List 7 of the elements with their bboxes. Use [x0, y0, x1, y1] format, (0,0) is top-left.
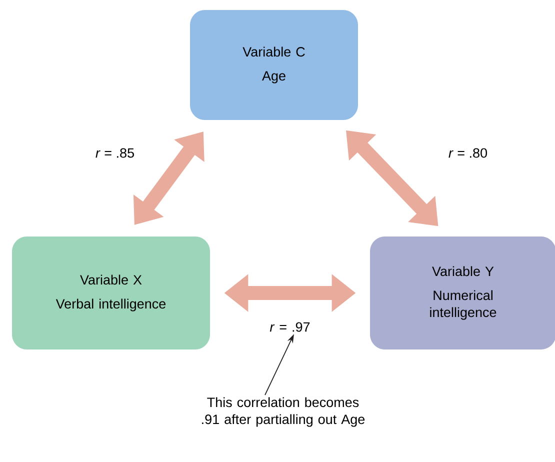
variable-box: Variable C Age — [190, 10, 358, 120]
edge-label: r = .80 — [448, 148, 487, 158]
edge-label: r = .85 — [96, 148, 134, 158]
variable-box: Variable Y Numerical intelligence — [370, 236, 555, 350]
variable-box: Variable X Verbal intelligence — [12, 236, 210, 350]
note-text: This correlation becomes .91 after partialling out Age — [202, 397, 365, 427]
correlation-label: r = .97 — [270, 322, 310, 332]
